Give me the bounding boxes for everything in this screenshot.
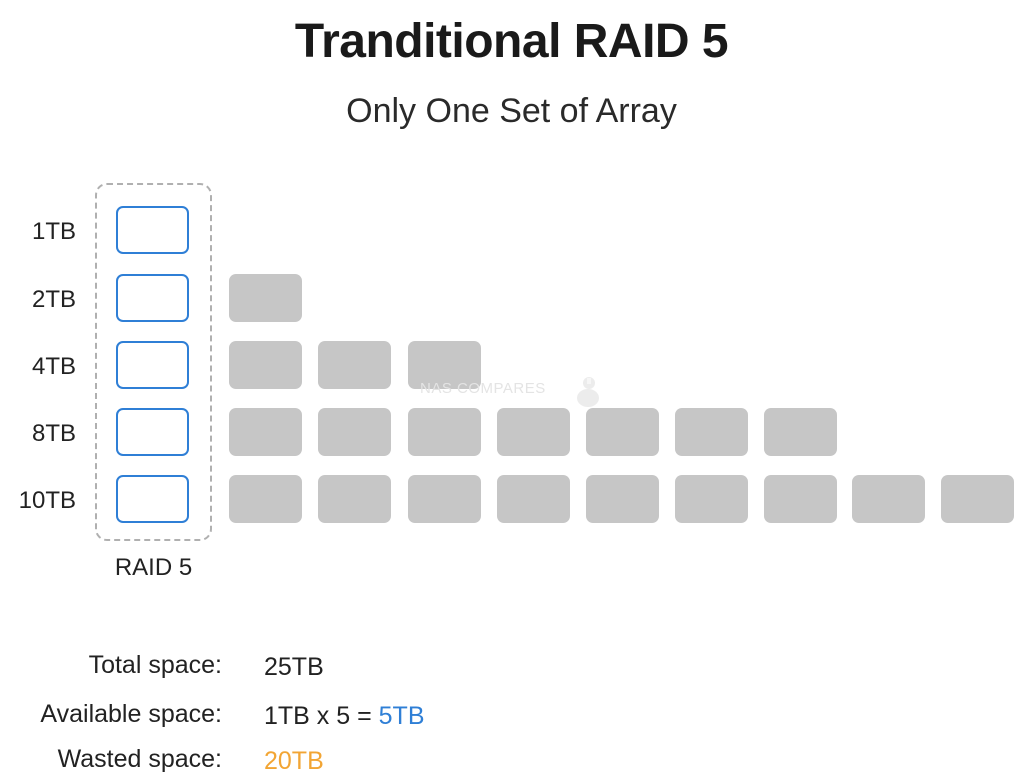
total-space-label: Total space:: [88, 651, 222, 679]
available-space-value: 5TB: [378, 702, 425, 730]
wasted-block: [229, 274, 302, 322]
wasted-block: [852, 475, 925, 523]
disk-label-2tb: 2TB: [31, 286, 76, 313]
available-space-label: Available space:: [40, 700, 222, 728]
watermark-text: NAS COMPARES: [420, 380, 546, 397]
disk-label-1tb: 1TB: [31, 218, 76, 245]
available-space-formula: 1TB x 5 =: [264, 702, 379, 730]
wasted-block: [229, 475, 302, 523]
wasted-block: [318, 408, 391, 456]
raid-caption: RAID 5: [114, 554, 193, 581]
disk-label-4tb: 4TB: [31, 353, 76, 380]
wasted-block: [408, 475, 481, 523]
wasted-block: [229, 341, 302, 389]
raid-block-8tb: [116, 408, 189, 456]
wasted-block: [586, 475, 659, 523]
wasted-block: [764, 475, 837, 523]
wasted-space-value: 20TB: [264, 747, 324, 775]
page-subtitle: Only One Set of Array: [346, 92, 677, 130]
raid-block-1tb: [116, 206, 189, 254]
watermark-logo-icon: [577, 377, 599, 407]
wasted-block: [941, 475, 1014, 523]
available-space-value-line: 1TB x 5 = 5TB: [264, 702, 425, 731]
disk-label-10tb: 10TB: [18, 487, 76, 514]
wasted-block: [318, 475, 391, 523]
wasted-block: [408, 341, 481, 389]
raid-block-10tb: [116, 475, 189, 523]
wasted-block: [675, 475, 748, 523]
total-space-value: 25TB: [264, 653, 324, 681]
wasted-space-label: Wasted space:: [57, 745, 222, 773]
wasted-block: [764, 408, 837, 456]
wasted-block: [586, 408, 659, 456]
raid-group-outline: [95, 183, 212, 541]
wasted-block: [408, 408, 481, 456]
wasted-block: [318, 341, 391, 389]
disk-label-8tb: 8TB: [31, 420, 76, 447]
page-title: Tranditional RAID 5: [294, 15, 729, 68]
raid-block-4tb: [116, 341, 189, 389]
wasted-block: [497, 475, 570, 523]
wasted-block: [229, 408, 302, 456]
raid-block-2tb: [116, 274, 189, 322]
wasted-block: [497, 408, 570, 456]
wasted-block: [675, 408, 748, 456]
